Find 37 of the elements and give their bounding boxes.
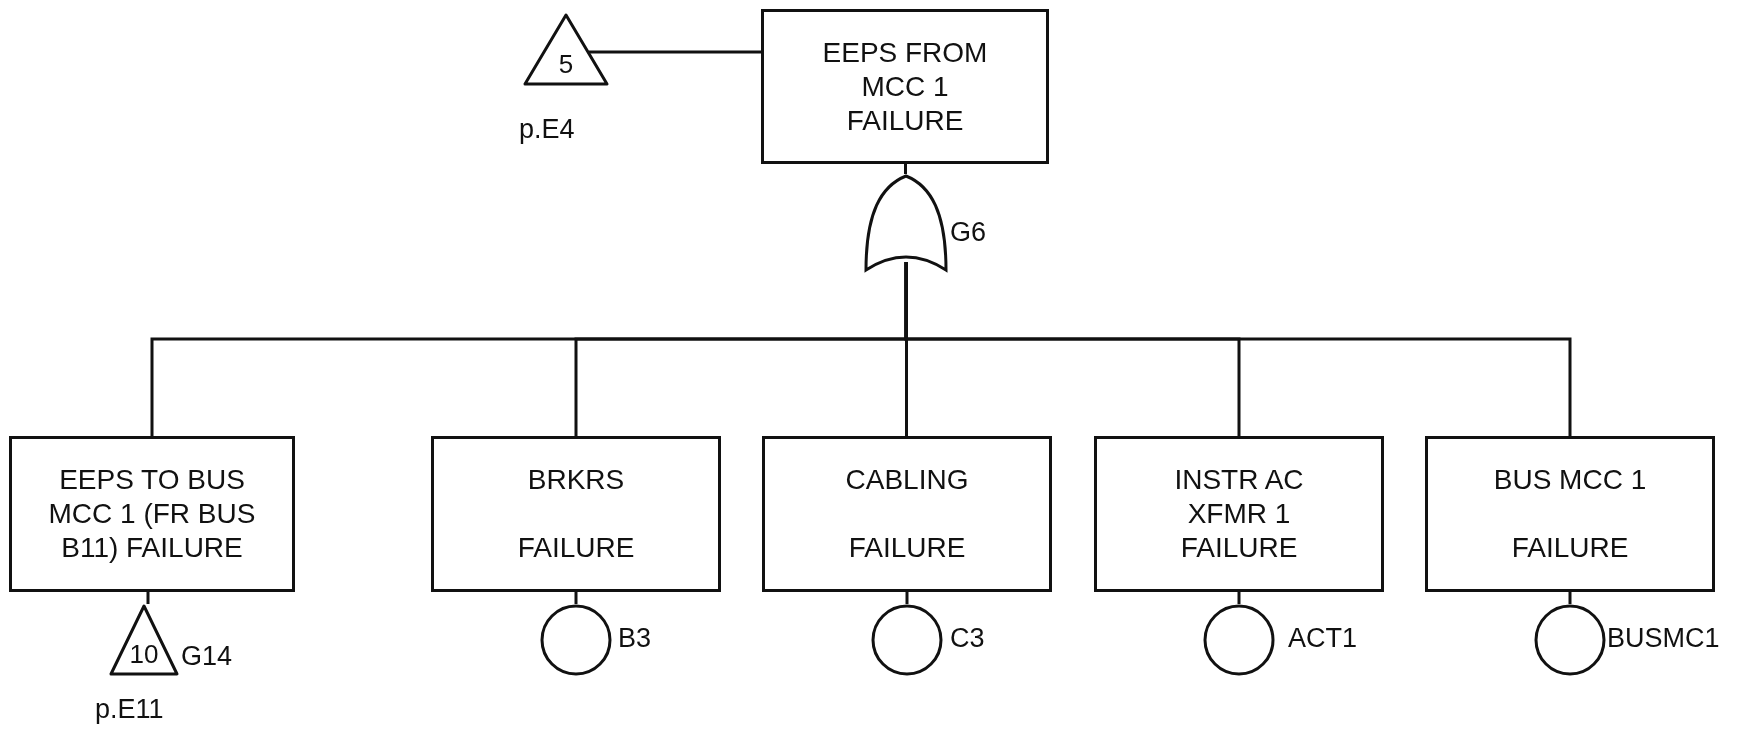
page-reference: p.E11	[95, 693, 164, 725]
event-box	[1094, 436, 1384, 592]
event-box	[9, 436, 295, 592]
event-label: EEPS FROM MCC 1 FAILURE	[821, 35, 989, 138]
event-label: INSTR AC XFMR 1 FAILURE	[1173, 463, 1305, 565]
connector-line	[1568, 592, 1572, 604]
event-id: BUSMC1	[1607, 622, 1720, 654]
page-reference: p.E4	[519, 113, 575, 145]
event-label: CABLING FAILURE	[844, 463, 970, 565]
gate-id: G6	[950, 216, 987, 248]
transfer-number: 5	[558, 48, 574, 82]
event-box	[431, 436, 721, 592]
event-id: C3	[950, 622, 985, 654]
connector-line	[574, 592, 578, 604]
connector-line	[146, 592, 150, 604]
event-box	[762, 436, 1052, 592]
transfer-number: 10	[129, 638, 159, 672]
connector-line	[905, 592, 909, 604]
gate-id: G14	[181, 640, 233, 672]
basic-event-circle	[1534, 604, 1606, 676]
basic-event-circle	[1203, 604, 1275, 676]
connector-line	[1237, 592, 1241, 604]
transfer-triangle	[109, 604, 179, 676]
event-label: EEPS TO BUS MCC 1 (FR BUS B11) FAILURE	[47, 463, 257, 565]
connector-line	[904, 262, 1572, 436]
transfer-triangle	[523, 13, 609, 86]
connector-line	[588, 50, 761, 54]
event-label: BRKRS FAILURE	[516, 463, 636, 565]
event-box	[1425, 436, 1715, 592]
or-gate	[864, 174, 948, 272]
connector-line	[904, 164, 907, 174]
basic-event-circle	[871, 604, 943, 676]
event-id: ACT1	[1288, 622, 1358, 654]
event-label: BUS MCC 1 FAILURE	[1492, 463, 1648, 565]
event-id: B3	[618, 622, 652, 654]
basic-event-circle	[540, 604, 612, 676]
event-box	[761, 9, 1049, 164]
